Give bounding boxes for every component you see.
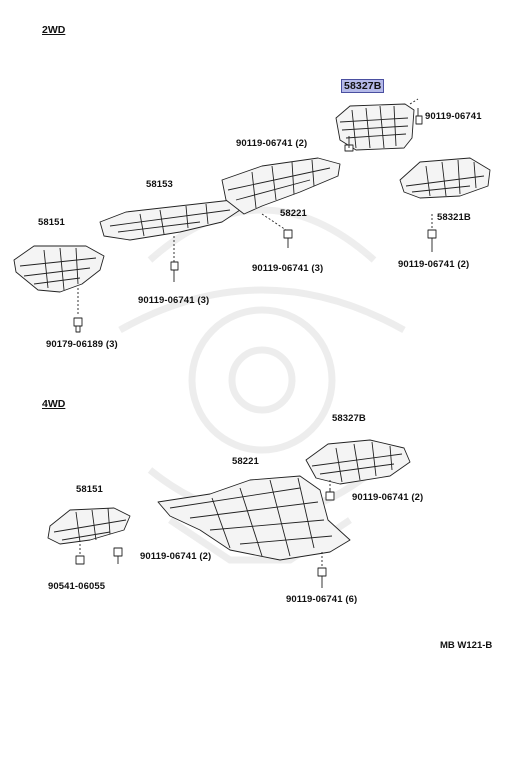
nut-icon	[73, 317, 83, 333]
bolt-icon	[113, 547, 123, 564]
part-label-58221[interactable]: 58221	[280, 208, 307, 219]
part-label-58327b-highlighted[interactable]: 58327B	[341, 79, 385, 93]
section-2wd-title: 2WD	[42, 24, 66, 36]
part-label-90119-06741[interactable]: 90119-06741	[425, 111, 482, 122]
leader-line	[409, 98, 419, 105]
part-label-90119-06741-x2[interactable]: 90119-06741 (2)	[140, 551, 212, 562]
leader-line	[261, 213, 287, 231]
part-label-90119-06741-x6[interactable]: 90119-06741 (6)	[286, 594, 358, 605]
heat-insulator-58327b-2wd[interactable]	[335, 103, 415, 151]
part-label-58327b[interactable]: 58327B	[332, 413, 366, 424]
part-label-58321b[interactable]: 58321B	[437, 212, 471, 223]
bolt-icon	[427, 229, 437, 252]
bolt-icon	[325, 488, 335, 501]
heat-insulator-58221-2wd[interactable]	[221, 157, 341, 215]
heat-insulator-58153-2wd[interactable]	[99, 199, 241, 241]
bolt-icon	[344, 108, 423, 152]
heat-insulator-58151-4wd[interactable]	[47, 507, 131, 545]
diagram-reference-code: MB W121-B	[440, 640, 493, 651]
part-label-90179-06189-x3[interactable]: 90179-06189 (3)	[46, 339, 118, 350]
section-4wd-title: 4WD	[42, 398, 66, 410]
heat-insulator-58321b-2wd[interactable]	[399, 157, 491, 199]
bolt-icon	[317, 567, 327, 588]
part-label-58151[interactable]: 58151	[38, 217, 65, 228]
part-label-90541-06055[interactable]: 90541-06055	[48, 581, 106, 592]
part-label-58221[interactable]: 58221	[232, 456, 259, 467]
part-label-90119-06741-x3[interactable]: 90119-06741 (3)	[138, 295, 210, 306]
part-label-90119-06741-x3[interactable]: 90119-06741 (3)	[252, 263, 324, 274]
heat-insulator-58327b-4wd[interactable]	[305, 439, 411, 485]
part-label-90119-06741-x2[interactable]: 90119-06741 (2)	[236, 138, 308, 149]
heat-insulator-58221-4wd[interactable]	[157, 475, 351, 561]
part-label-58153[interactable]: 58153	[146, 179, 173, 190]
part-label-90119-06741-x2[interactable]: 90119-06741 (2)	[398, 259, 470, 270]
bolt-icon	[283, 229, 293, 248]
heat-insulator-58151-2wd[interactable]	[13, 245, 105, 293]
bolt-icon	[170, 261, 179, 282]
clip-icon	[75, 555, 85, 565]
part-label-90119-06741-x2[interactable]: 90119-06741 (2)	[352, 492, 424, 503]
part-label-58151[interactable]: 58151	[76, 484, 103, 495]
